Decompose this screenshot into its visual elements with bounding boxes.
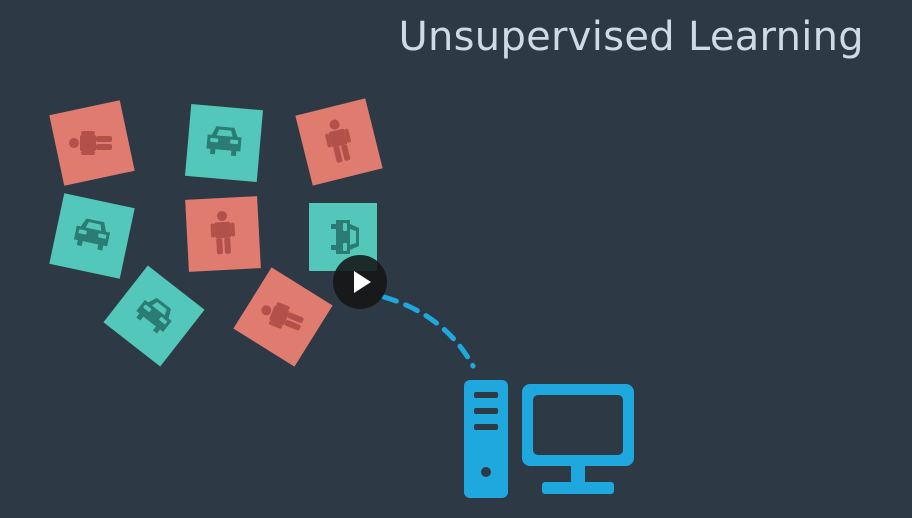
car-card (184, 103, 264, 183)
person-icon (261, 302, 304, 331)
car-icon (331, 220, 359, 254)
car-icon (73, 218, 111, 251)
person-icon (69, 131, 112, 155)
play-icon (354, 271, 371, 293)
person-card (185, 196, 261, 272)
car-card (49, 193, 135, 279)
person-icon (325, 119, 351, 163)
slide-title: Unsupervised Learning (398, 14, 864, 60)
person-card (233, 267, 333, 367)
play-button[interactable] (333, 255, 387, 309)
car-icon (136, 297, 172, 334)
person-card (295, 98, 383, 186)
desktop-computer-icon (464, 380, 634, 498)
person-card (49, 100, 135, 186)
car-card (103, 265, 205, 367)
car-icon (206, 126, 242, 157)
person-icon (210, 211, 236, 255)
